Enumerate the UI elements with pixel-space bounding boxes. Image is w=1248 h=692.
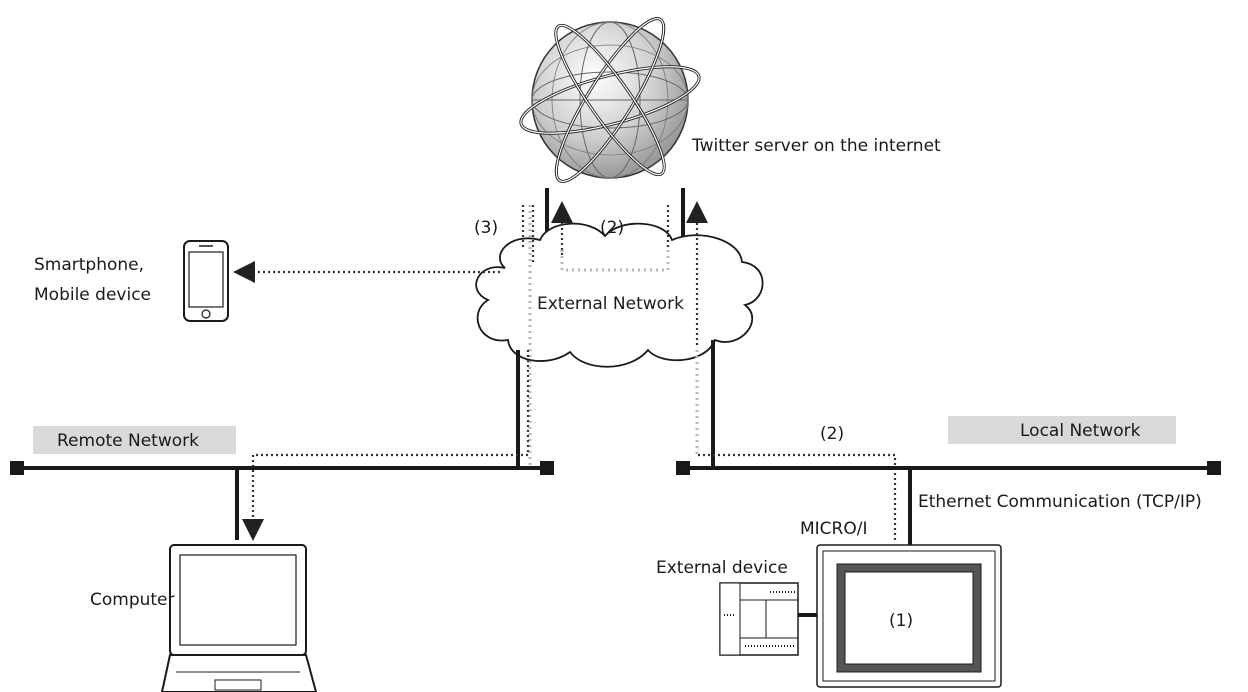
local-network-label: Local Network bbox=[1020, 421, 1141, 441]
remote-network-label: Remote Network bbox=[57, 431, 199, 451]
plc-device-icon bbox=[719, 582, 799, 656]
bus-terminator bbox=[540, 461, 554, 475]
bus-terminator bbox=[1207, 461, 1221, 475]
laptop-icon bbox=[160, 544, 318, 692]
bus-terminator bbox=[10, 461, 24, 475]
dotted-path-dark bbox=[233, 201, 897, 541]
bus-terminator bbox=[676, 461, 690, 475]
twitter-server-label: Twitter server on the internet bbox=[691, 136, 941, 156]
micro-i-panel-icon bbox=[816, 544, 1002, 688]
smartphone-icon bbox=[183, 240, 229, 322]
local-network-label-box bbox=[948, 416, 1176, 444]
remote-network-label-box bbox=[33, 426, 236, 454]
smartphone-label-2: Mobile device bbox=[34, 285, 151, 305]
cloud-icon bbox=[475, 222, 764, 368]
dotted-path-light bbox=[528, 205, 699, 470]
step-2-top-label: (2) bbox=[600, 218, 624, 238]
external-device-label: External device bbox=[656, 558, 788, 578]
micro-i-label: MICRO/I bbox=[800, 519, 868, 539]
computer-label: Computer bbox=[90, 590, 175, 610]
smartphone-label-1: Smartphone, bbox=[34, 255, 144, 275]
external-network-label: External Network bbox=[537, 294, 684, 314]
step-1-label: (1) bbox=[889, 611, 913, 631]
ethernet-label: Ethernet Communication (TCP/IP) bbox=[918, 492, 1202, 512]
step-3-label: (3) bbox=[474, 218, 498, 238]
step-2-local-label: (2) bbox=[820, 424, 844, 444]
globe-icon bbox=[519, 17, 701, 183]
